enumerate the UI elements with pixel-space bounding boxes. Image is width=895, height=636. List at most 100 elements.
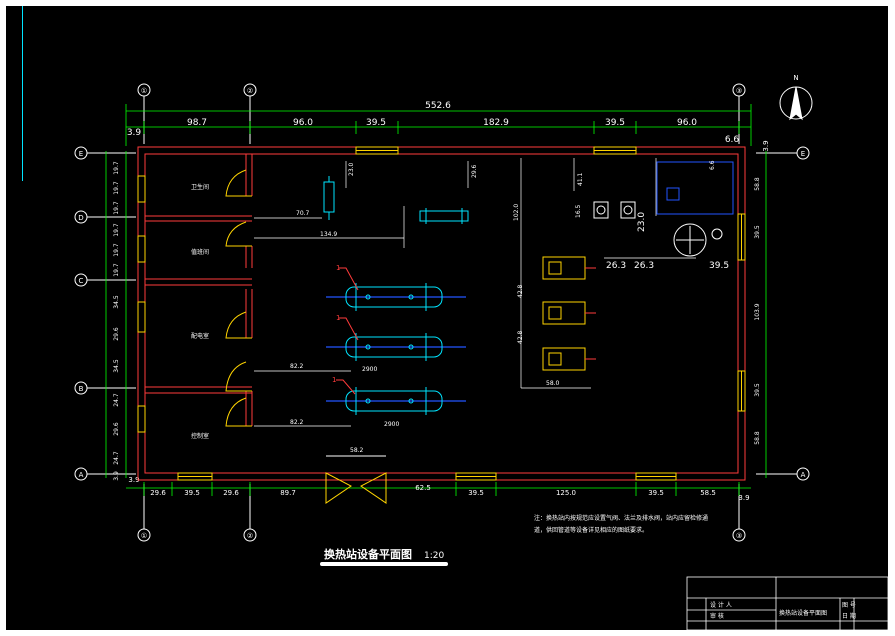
right-dimension-values: 58.8 39.5 103.9 39.5 58.8 — [754, 177, 761, 445]
dim-2900a: 2900 — [362, 366, 377, 373]
dim-left-6: 34.5 — [113, 295, 120, 309]
dim-left-9: 24.7 — [113, 393, 120, 407]
axis-col-1: ① — [141, 87, 147, 95]
bottom-dimension-values: 3.9 29.6 39.5 29.6 89.7 62.5 39.5 125.0 … — [128, 476, 749, 502]
top-dimension-values: 3.9 98.7 96.0 39.5 182.9 39.5 96.0 6.6 3… — [127, 118, 770, 152]
dim-right-1: 39.5 — [754, 225, 761, 239]
dim-82-2b: 82.2 — [290, 419, 304, 426]
axis-row-c: C — [79, 277, 84, 285]
axis-row-d: D — [78, 214, 83, 222]
dim-right-4: 58.8 — [754, 431, 761, 445]
dim-left-2: 19.7 — [113, 201, 120, 215]
inner-dimension-values: 70.7 134.9 23.0 29.6 102.0 41.1 16.5 23.… — [290, 160, 729, 454]
dim-top-5: 39.5 — [605, 118, 625, 128]
heat-exchanger-2 — [326, 333, 466, 361]
dim-top-6: 96.0 — [677, 118, 697, 128]
drawing-frame: ① ② ③ ① ② ③ E D C B A E A N — [6, 6, 888, 630]
drawing-scale: 1:20 — [424, 551, 444, 561]
dim-29-6: 29.6 — [471, 164, 478, 178]
dim-left-10: 29.6 — [113, 422, 120, 436]
dim-39-5: 39.5 — [709, 261, 729, 271]
dim-top-4: 182.9 — [483, 118, 509, 128]
dim-overall: 552.6 — [425, 101, 451, 111]
dim-left-0: 19.7 — [113, 161, 120, 175]
dim-top-0: 3.9 — [127, 128, 142, 138]
dim-top-7: 6.6 — [725, 135, 740, 145]
water-tank — [656, 161, 734, 215]
dim-58-0: 58.0 — [546, 380, 560, 387]
dim-bottom-6: 39.5 — [468, 489, 484, 497]
dim-bottom-1: 29.6 — [150, 489, 166, 497]
dim-bottom-2: 39.5 — [184, 489, 200, 497]
dim-42-8b: 42.8 — [517, 330, 524, 344]
axis-row-a: A — [79, 471, 84, 479]
dim-16-5: 16.5 — [575, 204, 582, 218]
axis-col-2-bottom: ② — [247, 532, 253, 540]
dim-right-3: 39.5 — [754, 383, 761, 397]
dim-6-6: 6.6 — [709, 160, 716, 170]
dim-left-11: 24.7 — [113, 451, 120, 465]
note-line-2: 道，供回管道等设备详见相应的图纸要求。 — [534, 526, 648, 534]
room-labels: 卫生间 值班间 配电室 控制室 — [191, 183, 209, 440]
tag-3: 1 — [332, 376, 336, 384]
axis-col-3: ③ — [736, 87, 742, 95]
heat-exchanger-3 — [326, 387, 466, 415]
dim-left-1: 19.7 — [113, 181, 120, 195]
dim-top-8: 3.9 — [762, 140, 770, 151]
dim-left-12: 3.9 — [113, 471, 120, 481]
exterior-walls — [137, 146, 746, 481]
cyan-edge-strip — [6, 6, 23, 181]
dim-left-7: 29.6 — [113, 327, 120, 341]
windows — [137, 146, 746, 481]
dim-42-8a: 42.8 — [517, 284, 524, 298]
pump-pipes — [585, 267, 596, 360]
dim-2900b: 2900 — [384, 421, 399, 428]
dim-bottom-10: 3.9 — [738, 494, 749, 502]
dim-70-7: 70.7 — [296, 210, 310, 217]
dim-left-4: 19.7 — [113, 243, 120, 257]
room-4: 控制室 — [191, 432, 209, 440]
dim-right-0: 58.8 — [754, 177, 761, 191]
dim-bottom-9: 58.5 — [700, 489, 716, 497]
interior-walls — [145, 154, 253, 426]
axis-row-e: E — [79, 150, 83, 158]
axis-bubbles — [74, 83, 810, 542]
dim-top-3: 39.5 — [366, 118, 386, 128]
dim-left-8: 34.5 — [113, 359, 120, 373]
title-block-cell-2: 日 期 — [842, 612, 856, 620]
dim-26-3a: 26.3 — [606, 261, 626, 271]
tag-1: 1 — [336, 264, 340, 272]
tag-2: 1 — [336, 314, 340, 322]
dim-top-2: 96.0 — [293, 118, 313, 128]
dim-bottom-7: 125.0 — [556, 489, 576, 497]
room-2: 值班间 — [191, 248, 209, 256]
inner-dimension-lines — [254, 158, 696, 427]
note-line-1: 注：换热站内按规范应设置气阀、法兰及排水阀，站内应留检修通 — [534, 514, 708, 522]
dim-bottom-0: 3.9 — [128, 476, 139, 484]
axis-col-2: ② — [247, 87, 253, 95]
title-block-row-2: 审 核 — [710, 612, 724, 620]
dim-23-0a: 23.0 — [348, 162, 355, 176]
dim-left-5: 19.7 — [113, 263, 120, 277]
dim-bottom-8: 39.5 — [648, 489, 664, 497]
dim-23-0b: 23.0 — [637, 212, 647, 232]
north-arrow: N — [779, 74, 813, 121]
dim-41-1: 41.1 — [577, 172, 584, 186]
axis-row-a-right: A — [801, 471, 806, 479]
heat-exchanger-1 — [326, 283, 466, 311]
dim-right-2: 103.9 — [754, 303, 761, 320]
room-3: 配电室 — [191, 332, 209, 340]
floor-plan-canvas: ① ② ③ ① ② ③ E D C B A E A N — [74, 74, 888, 630]
dim-26-3b: 26.3 — [634, 261, 654, 271]
dim-134-9: 134.9 — [320, 231, 337, 238]
dim-82-2a: 82.2 — [290, 363, 304, 370]
dim-left-3: 19.7 — [113, 223, 120, 237]
north-label: N — [793, 74, 798, 82]
room-1: 卫生间 — [191, 183, 209, 191]
axis-row-b: B — [79, 385, 84, 393]
drawing-title: 换热站设备平面图 — [324, 547, 412, 561]
axis-col-1-bottom: ① — [141, 532, 147, 540]
dosing-device — [323, 176, 469, 224]
title-underline — [320, 562, 448, 566]
dim-bottom-4: 89.7 — [280, 489, 296, 497]
